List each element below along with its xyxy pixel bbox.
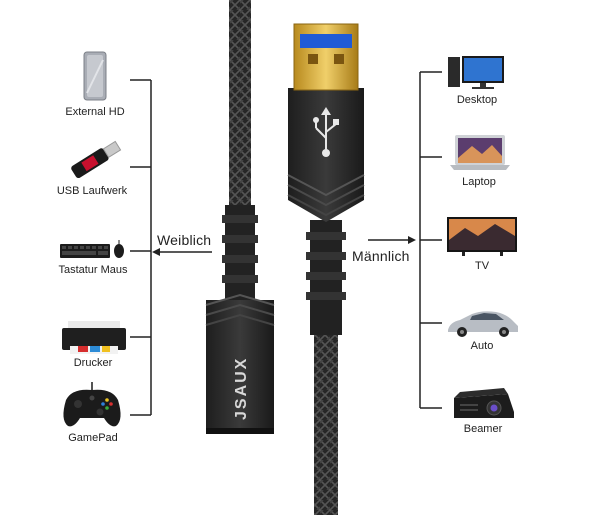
projector-icon xyxy=(454,388,514,418)
male-cable xyxy=(314,330,338,515)
right-bracket xyxy=(419,71,442,409)
device-label-tv: TV xyxy=(474,260,490,272)
female-side-title: Weiblich xyxy=(157,232,212,248)
female-strain-relief xyxy=(222,205,258,305)
left-bracket xyxy=(130,79,152,416)
female-cable xyxy=(229,0,251,220)
right-arrow xyxy=(368,236,416,244)
device-label-beamer: Beamer xyxy=(463,423,503,435)
gamepad-icon xyxy=(63,382,121,427)
usb-trident-icon xyxy=(313,107,339,157)
device-label-drucker: Drucker xyxy=(73,357,113,369)
device-label-external-hd: External HD xyxy=(65,106,125,118)
laptop-icon xyxy=(450,135,510,170)
device-label-desktop: Desktop xyxy=(456,94,498,106)
device-label-gamepad: GamePad xyxy=(68,432,118,444)
device-label-auto: Auto xyxy=(470,340,494,352)
external-hd-icon xyxy=(83,51,107,101)
usb-plug xyxy=(293,23,359,91)
device-label-laptop: Laptop xyxy=(462,176,496,188)
male-strain-relief xyxy=(306,220,346,335)
male-side-title: Männlich xyxy=(352,248,410,264)
printer-icon xyxy=(62,321,126,354)
device-label-usb-laufwerk: USB Laufwerk xyxy=(56,185,128,197)
keyboard-mouse-icon xyxy=(60,240,124,258)
usb-stick-icon xyxy=(71,140,122,179)
device-label-tastatur-maus: Tastatur Maus xyxy=(58,264,128,276)
brand-logo: JSAUX xyxy=(233,357,250,420)
female-connector xyxy=(205,293,275,434)
tv-icon xyxy=(447,217,517,256)
desktop-icon xyxy=(448,56,504,89)
left-arrow xyxy=(152,248,212,256)
car-icon xyxy=(448,311,518,337)
